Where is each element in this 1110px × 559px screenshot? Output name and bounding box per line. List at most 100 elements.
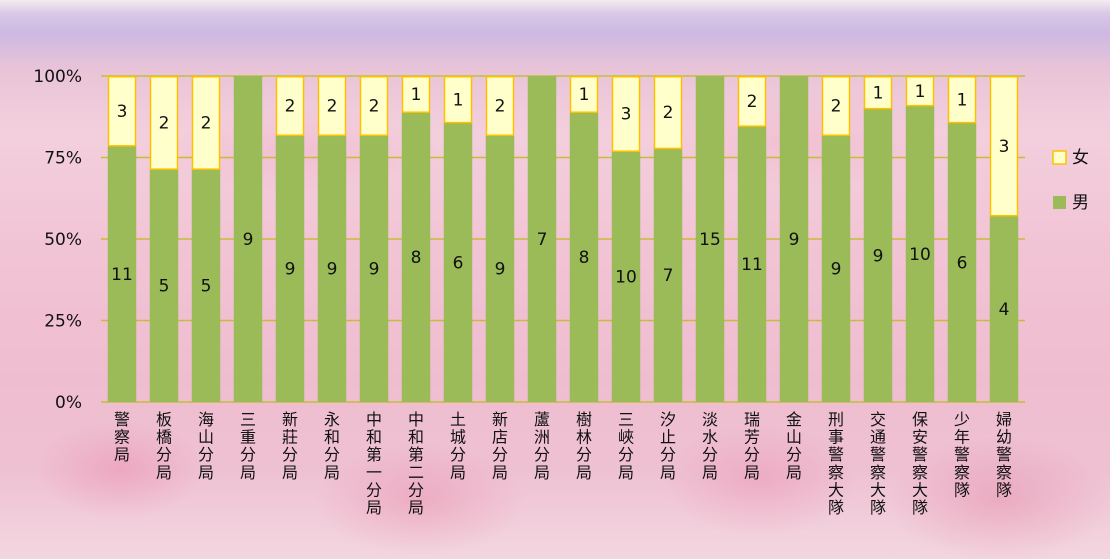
x-tick-label: 新店分局 xyxy=(492,410,508,482)
data-label-female: 2 xyxy=(663,103,674,123)
bar-female xyxy=(737,76,767,127)
data-label-female: 1 xyxy=(579,85,590,105)
bar-female xyxy=(401,76,431,113)
data-label-male: 6 xyxy=(453,253,464,273)
bar-male xyxy=(779,76,809,402)
x-tick-label: 三峽分局 xyxy=(618,410,634,482)
x-axis: 警察局板橋分局海山分局三重分局新莊分局永和分局中和第一分局中和第二分局土城分局新… xyxy=(114,410,1012,517)
x-tick-label: 中和第二分局 xyxy=(408,410,424,517)
data-label-female: 1 xyxy=(411,85,422,105)
bar-male xyxy=(233,76,263,402)
bar-female xyxy=(863,76,893,110)
data-label-male: 7 xyxy=(663,266,674,286)
x-tick-label: 三重分局 xyxy=(240,410,256,482)
data-label-female: 3 xyxy=(999,137,1010,157)
data-label-male: 10 xyxy=(909,245,931,265)
x-tick-label: 金山分局 xyxy=(786,410,802,482)
bar-male xyxy=(149,169,179,402)
bar-male xyxy=(695,76,725,402)
data-label-female: 2 xyxy=(831,97,842,117)
bar-male xyxy=(989,215,1019,402)
bar-male xyxy=(443,122,473,403)
data-label-female: 2 xyxy=(495,97,506,117)
bar-female xyxy=(275,76,305,137)
x-tick-label: 新莊分局 xyxy=(282,410,298,482)
legend: 女 男 xyxy=(1052,148,1089,213)
data-label-female: 2 xyxy=(159,114,170,134)
bar-female xyxy=(485,76,515,137)
y-tick-label: 25% xyxy=(44,312,82,332)
bar-male xyxy=(359,135,389,403)
x-tick-label: 淡水分局 xyxy=(702,410,718,482)
x-tick-label: 刑事警察大隊 xyxy=(828,410,844,517)
x-tick-label: 蘆洲分局 xyxy=(534,410,550,482)
bar-male xyxy=(905,105,935,403)
data-label-female: 2 xyxy=(327,97,338,117)
bars xyxy=(107,76,1019,403)
y-tick-label: 50% xyxy=(44,230,82,250)
bar-male xyxy=(401,112,431,402)
data-label-female: 2 xyxy=(369,97,380,117)
data-label-male: 11 xyxy=(111,265,133,285)
legend-label-female: 女 xyxy=(1072,148,1089,168)
data-label-male: 9 xyxy=(369,260,380,280)
data-label-male: 9 xyxy=(831,260,842,280)
bar-male xyxy=(653,148,683,402)
data-labels: 3112525929292918162971831027152119291911… xyxy=(111,82,1009,320)
data-label-male: 8 xyxy=(579,248,590,268)
x-tick-label: 中和第一分局 xyxy=(366,410,382,517)
data-label-female: 2 xyxy=(747,92,758,112)
data-label-male: 5 xyxy=(159,277,170,297)
data-label-male: 7 xyxy=(537,230,548,250)
data-label-female: 3 xyxy=(117,102,128,122)
y-axis: 0% 25% 50% 75% 100% xyxy=(33,67,82,413)
legend-swatch-female xyxy=(1052,150,1067,165)
bar-female xyxy=(443,76,473,124)
bar-male xyxy=(527,76,557,402)
x-tick-label: 永和分局 xyxy=(324,410,340,482)
y-tick-label: 75% xyxy=(44,149,82,169)
data-label-male: 6 xyxy=(957,253,968,273)
data-label-male: 9 xyxy=(789,230,800,250)
bar-male xyxy=(191,169,221,402)
data-label-female: 1 xyxy=(915,82,926,102)
x-tick-label: 汐止分局 xyxy=(660,410,676,482)
x-tick-label: 樹林分局 xyxy=(576,410,592,482)
data-label-female: 1 xyxy=(873,83,884,103)
bar-male xyxy=(863,108,893,402)
bar-male xyxy=(107,145,137,402)
data-label-male: 9 xyxy=(327,260,338,280)
data-label-male: 4 xyxy=(999,300,1010,320)
x-tick-label: 板橋分局 xyxy=(156,410,172,482)
y-tick-label: 0% xyxy=(55,393,82,413)
x-tick-label: 瑞芳分局 xyxy=(744,410,760,482)
x-tick-label: 婦幼警察隊 xyxy=(996,410,1012,499)
bar-male xyxy=(275,135,305,403)
bar-female xyxy=(947,76,977,124)
bar-female xyxy=(569,76,599,113)
data-label-male: 9 xyxy=(285,260,296,280)
data-label-female: 3 xyxy=(621,105,632,125)
data-label-male: 9 xyxy=(243,230,254,250)
bar-female xyxy=(989,76,1019,217)
bar-female xyxy=(149,76,179,170)
x-tick-label: 土城分局 xyxy=(450,410,466,482)
bar-female xyxy=(191,76,221,170)
bar-male xyxy=(821,135,851,403)
bar-female xyxy=(611,76,641,152)
bar-female xyxy=(317,76,347,137)
data-label-female: 2 xyxy=(285,97,296,117)
x-tick-label: 少年警察隊 xyxy=(954,410,970,499)
data-label-male: 9 xyxy=(873,246,884,266)
bar-female xyxy=(905,76,935,107)
y-tick-label: 100% xyxy=(33,67,82,87)
bar-female xyxy=(821,76,851,137)
bar-male xyxy=(737,126,767,403)
bar-male xyxy=(611,151,641,402)
data-label-male: 9 xyxy=(495,260,506,280)
x-tick-label: 海山分局 xyxy=(198,410,214,482)
legend-swatch-male xyxy=(1053,196,1066,209)
data-label-male: 5 xyxy=(201,277,212,297)
